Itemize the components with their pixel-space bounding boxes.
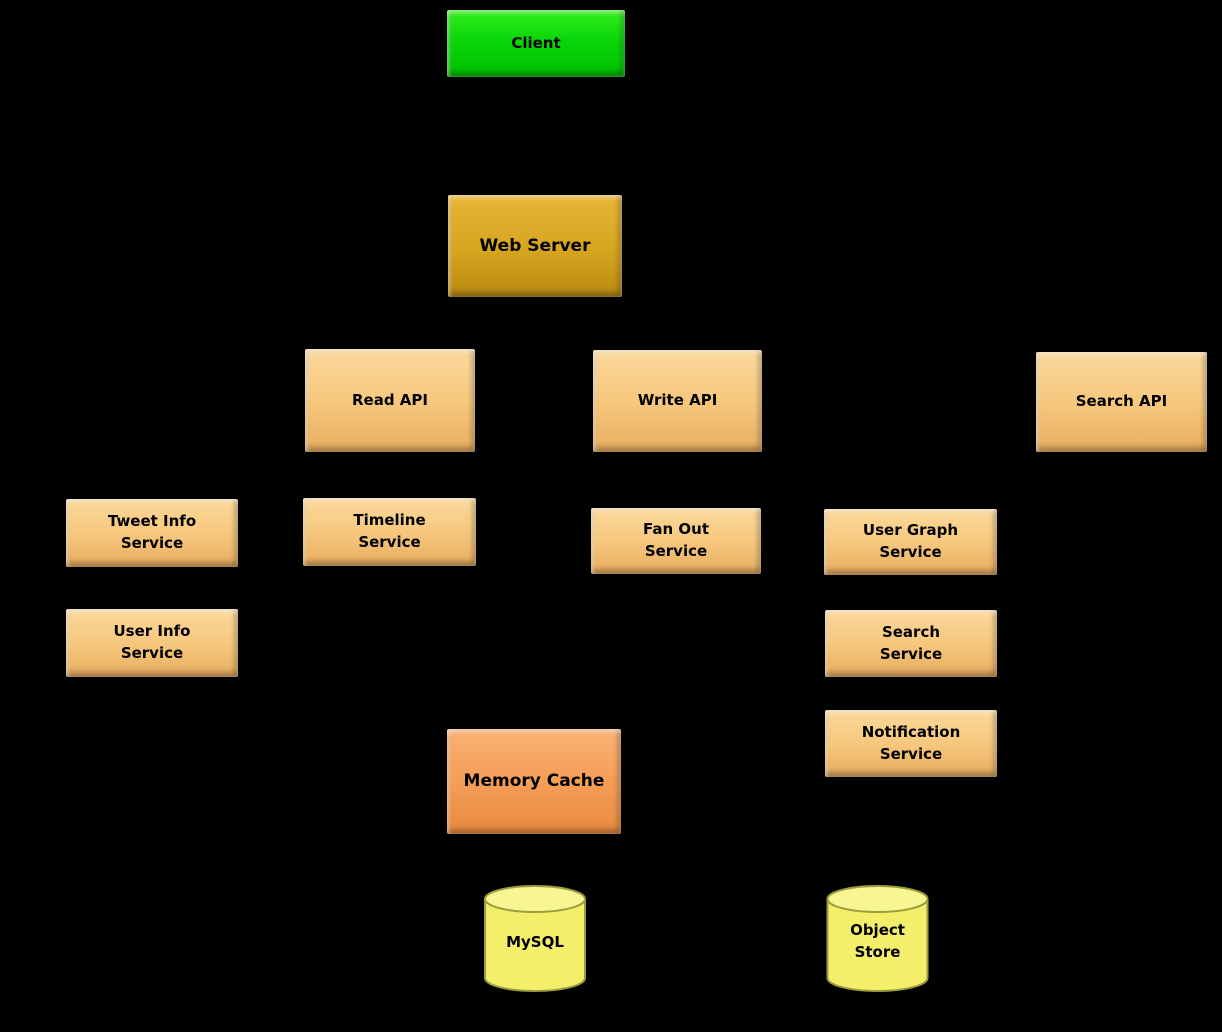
node-label: User Graph Service [862, 521, 959, 561]
node-client: Client [447, 10, 625, 77]
node-label: Notification Service [861, 722, 961, 763]
node-label: Search Service [879, 622, 943, 663]
node-user-graph-service: User Graph Service [824, 509, 997, 575]
node-timeline-service: Timeline Service [303, 498, 476, 566]
node-label: Fan Out Service [643, 520, 709, 560]
node-label: MySQL [506, 933, 564, 951]
node-tweet-info-service: Tweet Info Service [66, 499, 238, 567]
database-cylinder-icon [484, 885, 586, 992]
node-label: Object Store [850, 921, 905, 961]
node-label: Timeline Service [353, 511, 426, 551]
node-object-store: Object Store [825, 884, 930, 993]
node-fan-out-service: Fan Out Service [591, 508, 761, 574]
node-memory-cache: Memory Cache [447, 729, 621, 834]
node-write-api: Write API [593, 350, 762, 452]
node-label: Read API [352, 390, 428, 409]
node-read-api: Read API [305, 349, 475, 452]
database-cylinder-icon [826, 885, 929, 992]
node-web-server: Web Server [448, 195, 622, 297]
node-search-api: Search API [1036, 352, 1207, 452]
node-search-service: Search Service [825, 610, 997, 677]
node-label: Memory Cache [463, 771, 605, 792]
node-label: Search API [1075, 392, 1168, 411]
node-label: Client [511, 33, 561, 52]
node-label: Web Server [479, 235, 591, 256]
node-label: Write API [637, 391, 718, 410]
node-mysql-database: MySQL [483, 884, 587, 993]
node-label: User Info Service [113, 622, 191, 662]
node-label: Tweet Info Service [107, 512, 197, 552]
node-notification-service: Notification Service [825, 710, 997, 777]
node-user-info-service: User Info Service [66, 609, 238, 677]
